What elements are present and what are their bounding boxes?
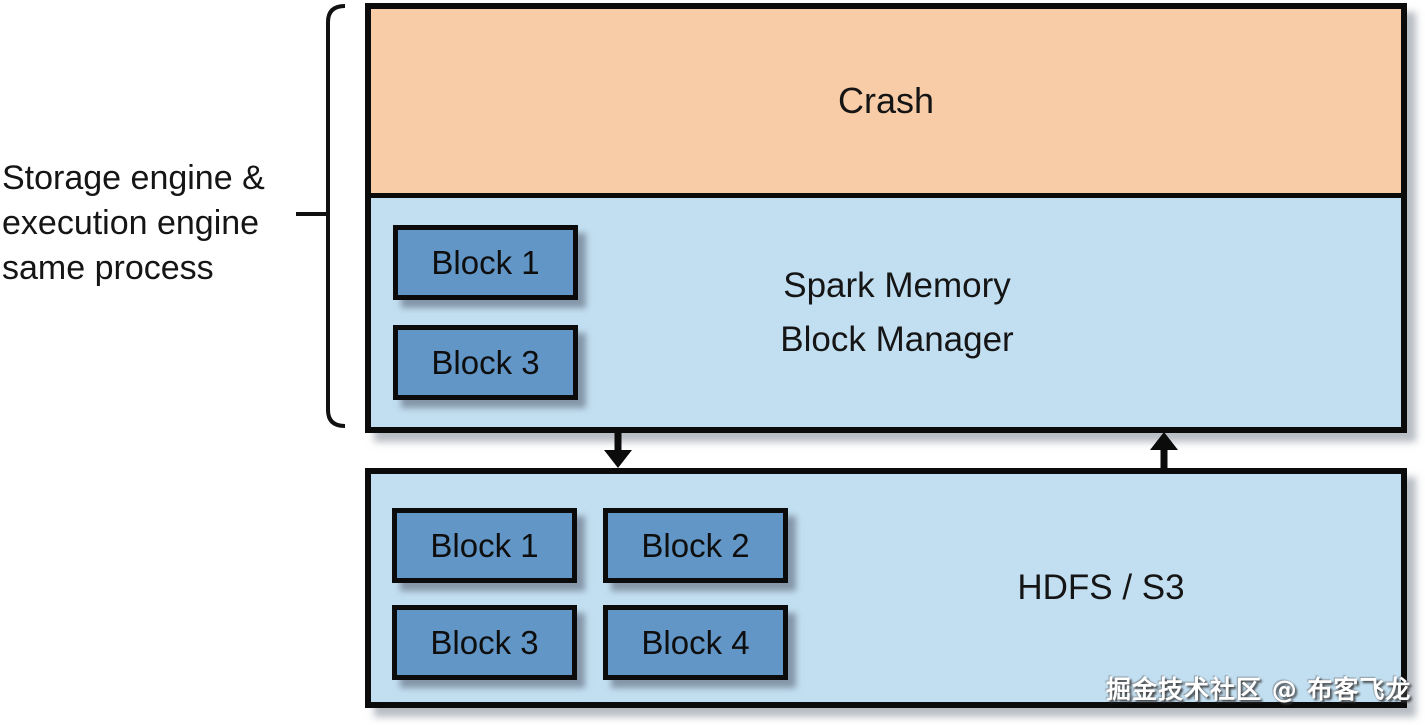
storage-box: HDFS / S3 Block 1 Block 2 Block 3 Block … — [365, 468, 1407, 708]
memory-block-3-label: Block 3 — [431, 343, 540, 381]
watermark: 掘金技术社区 @ 布客飞龙 — [1106, 675, 1412, 704]
memory-block-1: Block 1 — [393, 225, 578, 300]
memory-block-3: Block 3 — [393, 325, 578, 400]
storage-block-4-label: Block 4 — [641, 623, 750, 661]
bracket-icon — [292, 2, 348, 430]
storage-block-2: Block 2 — [603, 508, 788, 583]
storage-block-1: Block 1 — [392, 508, 577, 583]
storage-block-3: Block 3 — [392, 605, 577, 680]
arrow-down-icon — [599, 432, 637, 468]
process-box: Crash Spark Memory Block Manager Block 1… — [365, 3, 1407, 433]
spark-memory-label: Spark Memory — [783, 265, 1011, 305]
storage-block-2-label: Block 2 — [641, 526, 750, 564]
memory-box-title: Spark Memory Block Manager — [371, 198, 1401, 427]
crash-box: Crash — [371, 9, 1401, 198]
annotation-line-3: same process — [2, 249, 214, 287]
memory-block-1-label: Block 1 — [431, 243, 540, 281]
storage-engine-annotation: Storage engine & execution engine same p… — [2, 156, 302, 291]
block-manager-label: Block Manager — [780, 319, 1014, 359]
hdfs-s3-label: HDFS / S3 — [1017, 568, 1185, 607]
storage-block-1-label: Block 1 — [430, 526, 539, 564]
arrow-up-icon — [1145, 432, 1183, 468]
annotation-line-2: execution engine — [2, 204, 260, 242]
storage-block-3-label: Block 3 — [430, 623, 539, 661]
annotation-line-1: Storage engine & — [2, 159, 265, 197]
storage-block-4: Block 4 — [603, 605, 788, 680]
hdfs-s3-label-wrap: HDFS / S3 — [801, 474, 1401, 702]
crash-label: Crash — [837, 80, 935, 121]
